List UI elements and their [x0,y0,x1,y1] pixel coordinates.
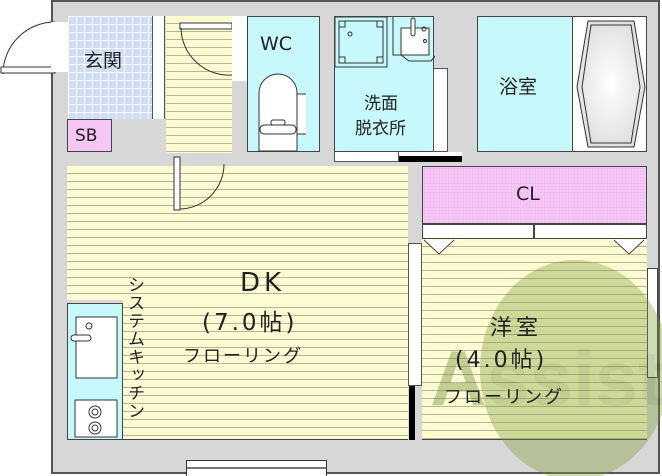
sink-and-stove-icon [70,316,118,438]
washroom-sliding-door [334,152,399,162]
genkan-room: 玄関 [68,16,152,119]
washroom-label-line1: 洗面 [364,94,398,114]
genkan-step [152,16,165,119]
system-kitchen [67,303,123,440]
dk-floor-type: フローリング [183,346,303,367]
closet-door-markers [423,239,645,255]
closet-room: CL [422,166,647,224]
washroom-door-panel [399,152,462,162]
wc-label: WC [260,33,293,55]
genkan-label: 玄関 [84,50,123,72]
bathroom-doorway [433,68,448,152]
bathtub-icon [576,20,646,148]
hallway-door-icon [179,22,233,76]
shoe-box: SB [67,119,112,152]
washroom-label-line2: 脱衣所 [355,119,406,139]
western-room-label: 洋室 [490,316,543,341]
closet-door-right [534,224,647,239]
bathtub-area [572,16,647,152]
dk-door-icon [173,156,225,211]
dk-room-lower [123,300,409,440]
entrance-opening [51,22,69,72]
shoe-box-label: SB [75,126,98,146]
dk-size: (7.0帖) [202,310,298,336]
washroom-room: 洗面 脱衣所 [334,16,435,152]
wc-room: WC [247,16,320,152]
washing-machine-and-sink-icon [335,17,435,68]
sliding-door-dk-western [408,243,422,386]
hallway [166,16,232,153]
western-room [422,239,647,440]
closet-door-left [422,224,534,239]
assist-watermark-logo: Assist [430,260,662,476]
toilet-icon [258,73,306,152]
closet-label: CL [516,183,540,205]
western-room-window [647,268,658,378]
kitchen-label: システムキッチン [124,276,144,420]
dk-bottom-window [186,460,327,476]
wc-doorway [232,16,248,81]
western-room-size: (4.0帖) [455,348,548,373]
bathroom-room: 浴室 [477,16,573,152]
western-room-floor-type: フローリング [444,387,564,408]
dk-wall-black-segment [409,386,415,440]
dk-room [67,166,409,300]
watermark-text: Assist [430,334,662,422]
bathroom-label: 浴室 [499,76,538,98]
dk-label: DK [240,268,286,298]
